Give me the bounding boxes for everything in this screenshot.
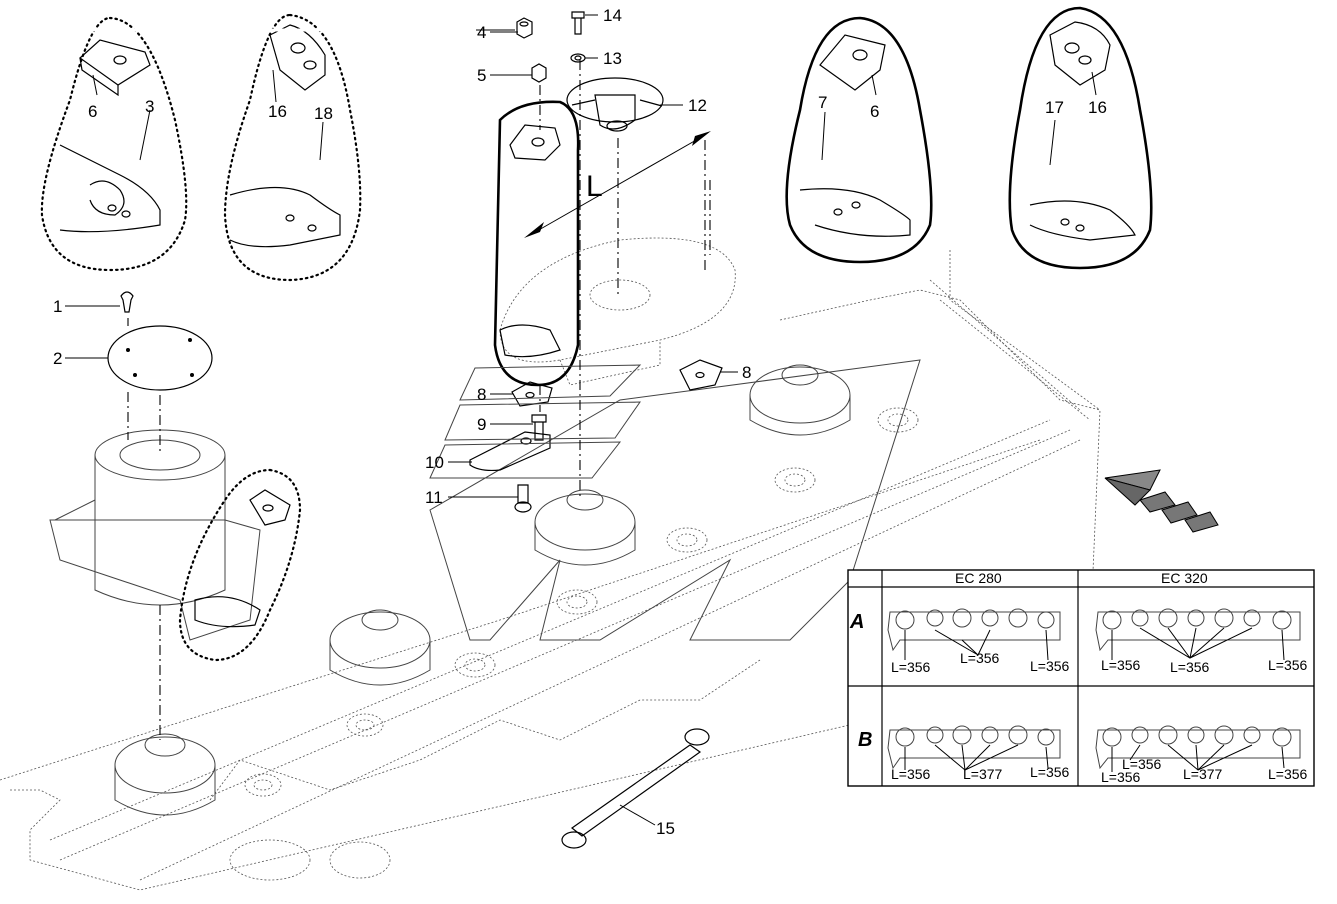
- detail-bubble-1: [40, 16, 188, 272]
- callout-13: 13: [603, 49, 622, 68]
- detail-bubble-3: [785, 16, 933, 264]
- blade-carrier-bubble: [493, 100, 580, 387]
- mini-disc-row-b-ec280: [887, 725, 1061, 771]
- dimension-arrow-l: L: [524, 131, 711, 238]
- gearbox-housing: [49, 429, 261, 641]
- callout-16a: 16: [268, 102, 287, 121]
- b320-label-right: L=356: [1268, 766, 1308, 782]
- bolt-part-14: [571, 11, 585, 35]
- callout-labels: 1 2 3 4 5 6 6 7 8 8 9 10 11 12 13 14 15 …: [53, 6, 1107, 838]
- callout-6a: 6: [88, 102, 97, 121]
- disc-hubs: [114, 364, 851, 816]
- callout-8b: 8: [742, 363, 751, 382]
- mini-disc-row-a-ec320: [1095, 608, 1301, 661]
- column-header-ec320: EC 320: [1161, 570, 1208, 586]
- a320-label-left: L=356: [1101, 657, 1141, 673]
- travel-direction-arrow: [1104, 469, 1219, 533]
- detail-bubble-2: [223, 13, 362, 282]
- callout-11: 11: [425, 488, 443, 507]
- a280-label-mid: L=356: [960, 650, 1000, 666]
- nut-part-5: [531, 63, 547, 83]
- a280-label-right: L=356: [1030, 658, 1070, 674]
- a320-label-right: L=356: [1268, 657, 1308, 673]
- callout-15: 15: [656, 819, 675, 838]
- shim-part-8-right: [679, 359, 723, 391]
- callout-12: 12: [688, 96, 707, 115]
- frame-outline: [429, 359, 921, 641]
- callout-14: 14: [603, 6, 622, 25]
- row-label-b: B: [858, 729, 872, 751]
- callout-18: 18: [314, 104, 333, 123]
- detail-bubble-5: [178, 468, 302, 662]
- washer-part-13: [570, 53, 586, 63]
- column-header-ec280: EC 280: [955, 570, 1002, 586]
- bolt-part-9: [531, 414, 547, 441]
- disc-arrangement-table: EC 280 EC 320 A B: [847, 569, 1315, 787]
- gear-rings: [244, 407, 919, 797]
- b280-label-mid: L=377: [963, 766, 1003, 782]
- nut-part-4: [516, 17, 533, 39]
- detail-bubble-4: [1008, 6, 1153, 270]
- center-lines: [127, 60, 711, 740]
- cover-plate-part-2: [107, 325, 213, 391]
- wrench-part-15: [561, 728, 710, 849]
- mini-disc-row-a-ec280: [887, 608, 1061, 661]
- callout-4: 4: [477, 23, 486, 42]
- callout-9: 9: [477, 415, 486, 434]
- callout-1: 1: [53, 297, 62, 316]
- callout-6b: 6: [870, 102, 879, 121]
- row-label-a: A: [849, 611, 864, 633]
- b320-label-left: L=356: [1101, 769, 1141, 785]
- blade-part-10: [469, 431, 551, 472]
- guard-part-12: [566, 77, 664, 132]
- dimension-label-l: L: [586, 170, 603, 203]
- callout-8a: 8: [477, 385, 486, 404]
- callout-16b: 16: [1088, 98, 1107, 117]
- callout-2: 2: [53, 349, 62, 368]
- callout-3: 3: [145, 97, 154, 116]
- b320-label-mid: L=377: [1183, 766, 1223, 782]
- mini-disc-row-b-ec320: [1095, 725, 1301, 772]
- callout-10: 10: [425, 453, 444, 472]
- callout-7: 7: [818, 93, 827, 112]
- bolt-part-11: [514, 484, 532, 513]
- callout-17: 17: [1045, 98, 1064, 117]
- b320-label-inner: L=356: [1122, 756, 1162, 772]
- b280-label-left: L=356: [891, 766, 931, 782]
- a320-label-mid: L=356: [1170, 659, 1210, 675]
- callout-5: 5: [477, 66, 486, 85]
- b280-label-right: L=356: [1030, 764, 1070, 780]
- cutter-bar-background: [0, 237, 1101, 891]
- a280-label-left: L=356: [891, 659, 931, 675]
- screw-part-1: [120, 291, 134, 313]
